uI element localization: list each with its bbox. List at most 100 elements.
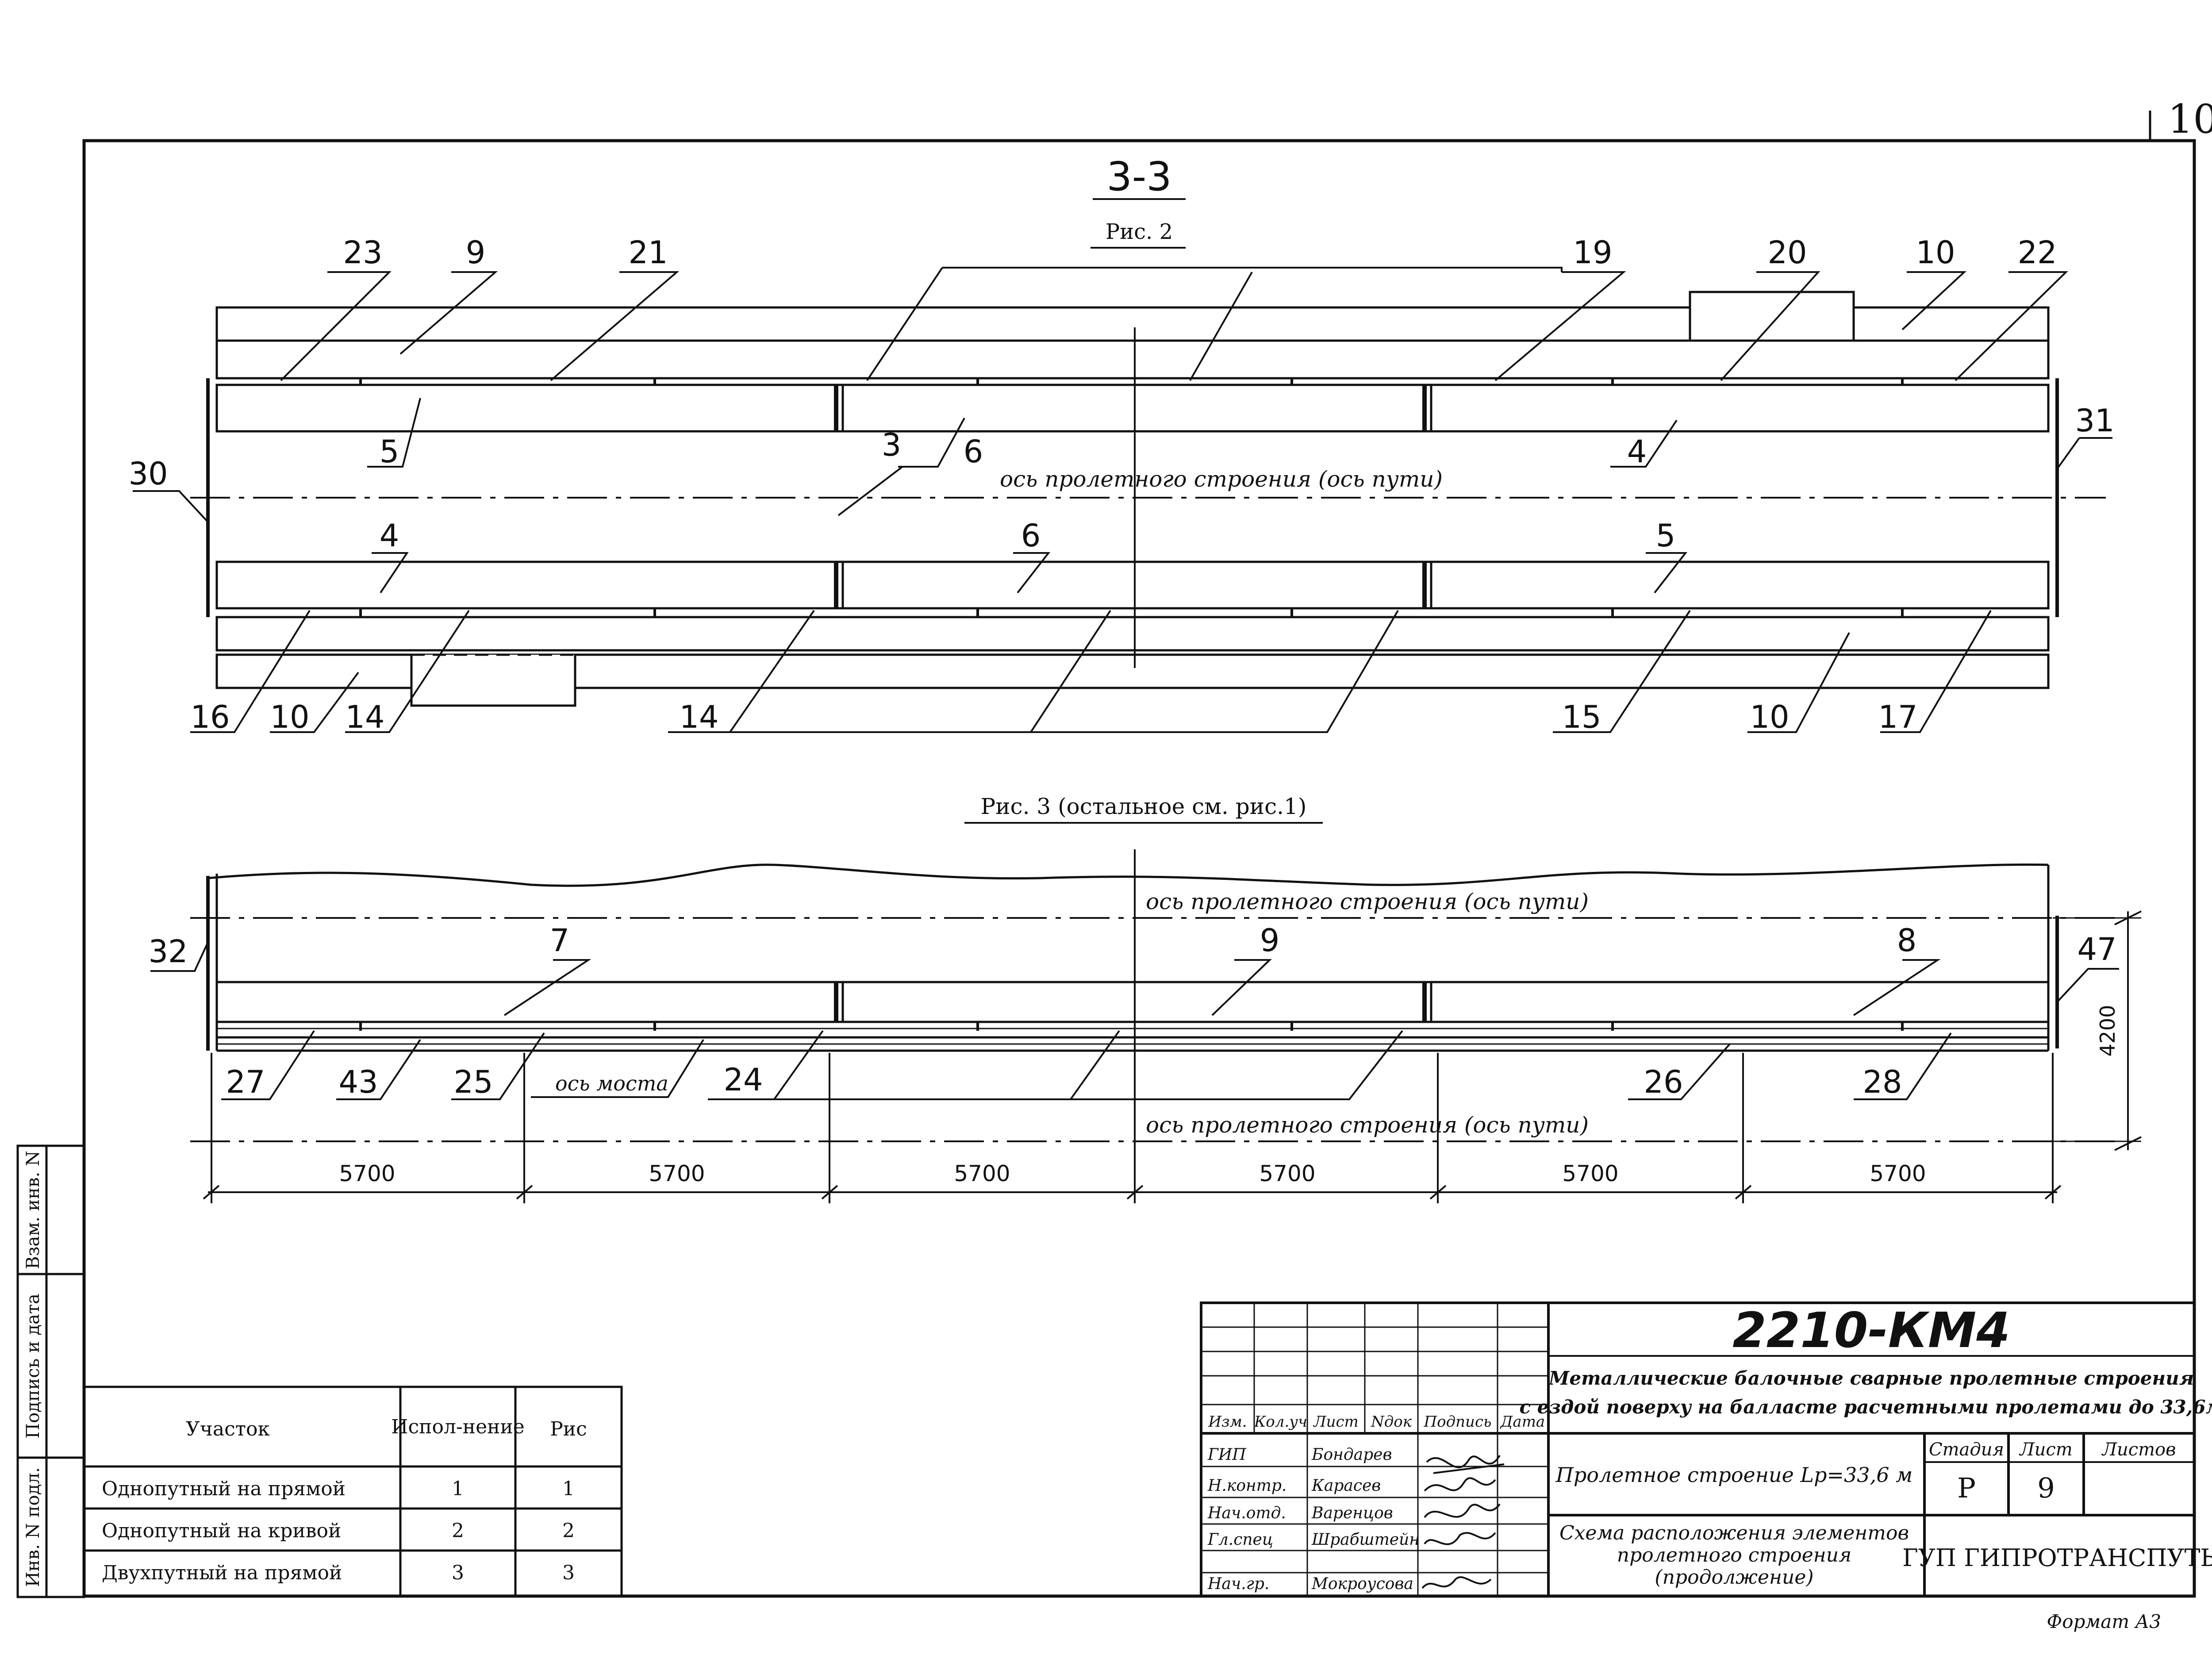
page-number: 10 xyxy=(2168,96,2212,142)
callout-31: 31 xyxy=(2075,403,2114,439)
callout-26: 26 xyxy=(1644,1064,1683,1100)
dimension-1: 5700 xyxy=(339,1161,395,1186)
sheet-title-line1: Схема расположения элементов xyxy=(1559,1522,1909,1544)
table-cell: 1 xyxy=(562,1478,575,1500)
callout-10-bottom-right: 10 xyxy=(1750,699,1789,735)
table-cell: 3 xyxy=(562,1562,575,1584)
rev-header: Подпись xyxy=(1423,1413,1491,1431)
bridge-axis-label: ось моста xyxy=(555,1071,668,1095)
dimension-3: 5700 xyxy=(954,1161,1010,1186)
stage-value: Р xyxy=(1957,1472,1976,1504)
callout-8: 8 xyxy=(1897,922,1917,959)
signatures xyxy=(1421,1455,1505,1589)
callout-25: 25 xyxy=(453,1064,493,1100)
document-title-line2: с ездой поверху на балласте расчетными п… xyxy=(1519,1396,2212,1418)
callout-9-fig3: 9 xyxy=(1260,922,1280,959)
callout-17: 17 xyxy=(1878,699,1917,735)
table-cell: Однопутный на кривой xyxy=(102,1520,341,1542)
callout-4-upper: 4 xyxy=(1627,434,1647,470)
staff-name: Бондарев xyxy=(1311,1446,1392,1464)
document-code: 2210-КМ4 xyxy=(1732,1302,2010,1359)
table-cell: 1 xyxy=(452,1478,464,1500)
table-header-section: Участок xyxy=(186,1418,270,1440)
sheet-value: 9 xyxy=(2037,1472,2055,1504)
staff-name: Шрабштейн xyxy=(1311,1531,1420,1549)
drawing-frame xyxy=(82,139,2196,1598)
table-cell: Однопутный на прямой xyxy=(102,1478,346,1500)
sheet-title-line3: (продолжение) xyxy=(1655,1566,1813,1589)
callout-27: 27 xyxy=(226,1064,265,1100)
sheet-header: Лист xyxy=(2019,1440,2072,1460)
fig2-drawing xyxy=(133,198,2112,733)
rev-header: Лист xyxy=(1313,1413,1359,1431)
callout-47: 47 xyxy=(2077,931,2116,967)
section-title: 3-3 xyxy=(1107,154,1172,200)
fig3-axis-label-top: ось пролетного строения (ось пути) xyxy=(1146,889,1589,914)
stamp-label-sign-date: Подпись и дата xyxy=(23,1294,43,1439)
callout-10-bottom-left: 10 xyxy=(270,699,309,735)
rev-header: Nдок xyxy=(1371,1413,1412,1431)
staff-name: Варенцов xyxy=(1311,1504,1393,1522)
fig2-caption: Рис. 2 xyxy=(1106,219,1173,244)
callout-10: 10 xyxy=(1916,234,1955,271)
callout-30: 30 xyxy=(128,456,168,492)
fig3-caption: Рис. 3 (остальное см. рис.1) xyxy=(981,794,1307,819)
stage-header: Стадия xyxy=(1929,1440,2004,1460)
dimension-2: 5700 xyxy=(649,1161,705,1186)
callout-4-lower: 4 xyxy=(380,518,399,554)
organization-name: ГУП ГИПРОТРАНСПУТЬ xyxy=(1902,1544,2212,1572)
staff-name: Мокроусова xyxy=(1311,1575,1413,1593)
stamp-label-replace: Взам. инв. N xyxy=(23,1151,43,1269)
staff-role: ГИП xyxy=(1207,1446,1246,1464)
stamp-label-inv: Инв. N подл. xyxy=(23,1467,43,1587)
callout-5-lower: 5 xyxy=(1656,518,1676,554)
callout-24: 24 xyxy=(723,1062,763,1098)
staff-role: Нач.гр. xyxy=(1207,1575,1269,1593)
parts-table xyxy=(83,1386,623,1597)
dimension-4: 5700 xyxy=(1259,1161,1315,1186)
dimension-6: 5700 xyxy=(1870,1161,1926,1186)
table-header-fig: Рис xyxy=(550,1418,587,1440)
sheet-title-line2: пролетного строения xyxy=(1617,1544,1851,1566)
callout-22: 22 xyxy=(2017,234,2057,271)
callout-16: 16 xyxy=(190,699,230,735)
staff-role: Н.контр. xyxy=(1207,1477,1286,1495)
table-cell: 3 xyxy=(452,1562,464,1584)
callout-9: 9 xyxy=(466,234,486,271)
callout-21: 21 xyxy=(628,234,668,271)
title-block-frame xyxy=(1200,1301,2196,1597)
staff-role: Нач.отд. xyxy=(1207,1504,1286,1522)
table-cell: 2 xyxy=(562,1520,575,1542)
callout-3: 3 xyxy=(882,427,902,463)
object-name: Пролетное строение Lр=33,6 м xyxy=(1555,1463,1912,1487)
rev-header: Кол.уч xyxy=(1254,1413,1307,1431)
table-cell: Двухпутный на прямой xyxy=(102,1562,342,1584)
table-cell: 2 xyxy=(452,1520,464,1542)
callout-6-lower: 6 xyxy=(1021,518,1041,554)
rev-header: Изм. xyxy=(1208,1413,1247,1431)
left-stamp xyxy=(16,1144,85,1598)
callout-14: 14 xyxy=(679,699,718,735)
staff-role: Гл.спец xyxy=(1207,1531,1273,1549)
callout-15: 15 xyxy=(1562,699,1601,735)
vertical-dimension: 4200 xyxy=(2096,1005,2120,1056)
fig3-drawing xyxy=(150,822,2142,1203)
callout-7: 7 xyxy=(550,922,570,959)
dimension-5: 5700 xyxy=(1562,1161,1618,1186)
fig3-axis-label-bottom: ось пролетного строения (ось пути) xyxy=(1146,1112,1589,1138)
table-header-version: Испол-нение xyxy=(391,1416,525,1438)
staff-name: Карасев xyxy=(1311,1477,1381,1495)
callout-43: 43 xyxy=(338,1064,378,1100)
callout-6-upper: 6 xyxy=(964,434,983,470)
document-title-line1: Металлические балочные сварные пролетные… xyxy=(1548,1367,2194,1389)
callout-32: 32 xyxy=(148,933,188,970)
callout-23: 23 xyxy=(343,234,382,271)
fig2-axis-label: ось пролетного строения (ось пути) xyxy=(1000,466,1443,492)
rev-header: Дата xyxy=(1500,1413,1545,1431)
sheets-header: Листов xyxy=(2101,1440,2176,1460)
callout-5-upper: 5 xyxy=(380,434,399,470)
callout-20: 20 xyxy=(1767,234,1807,271)
sheet-format: Формат А3 xyxy=(2047,1611,2161,1632)
callout-28: 28 xyxy=(1863,1064,1902,1100)
